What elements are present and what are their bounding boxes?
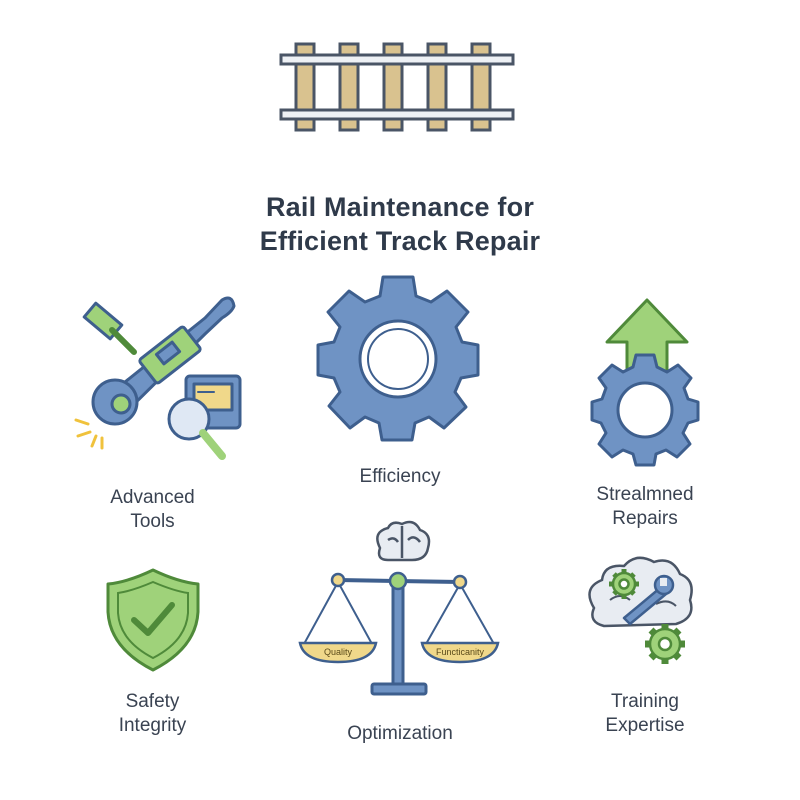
right-pan-label: Functicanity — [436, 647, 485, 657]
label-advanced-tools: Advanced Tools — [110, 487, 195, 532]
page-title: Rail Maintenance for Efficient Track Rep… — [259, 192, 541, 256]
label-safety-integrity: Safety Integrity — [118, 691, 187, 736]
left-pan-label: Quality — [324, 647, 353, 657]
label-training-expertise: Training Expertise — [605, 691, 685, 736]
label-streamlined-repairs: Strealmned Repairs — [596, 484, 694, 529]
label-optimization: Optimization — [347, 723, 453, 744]
brain-icon — [376, 520, 431, 562]
label-efficiency: Efficiency — [359, 466, 441, 487]
